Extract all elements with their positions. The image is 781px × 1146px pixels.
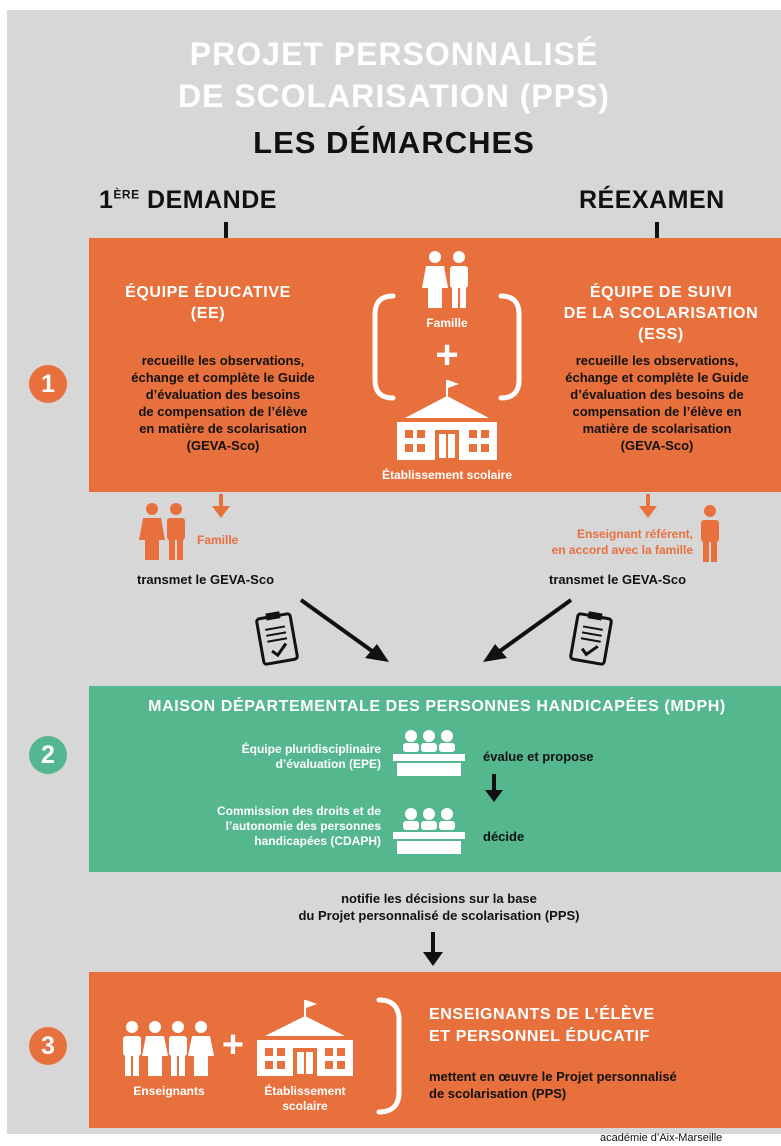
enseignant-referent-label: Enseignant référent,en accord avec la fa… [551, 527, 693, 557]
bracket-step3-icon [376, 997, 402, 1115]
enseignants-label: Enseignants [133, 1084, 205, 1098]
etablissement-label: Établissement scolaire [381, 468, 513, 482]
footer-credit: académie d’Aix-Marseille [600, 1132, 723, 1144]
infographic: PROJET PERSONNALISÉ DE SCOLARISATION (PP… [7, 10, 781, 1134]
arrow-diagonal-right-icon [483, 598, 573, 662]
arrow-small-right-icon [639, 494, 657, 518]
step3-number: 3 [29, 1027, 67, 1065]
arrow-diagonal-left-icon [299, 598, 389, 662]
ee-title: ÉQUIPE ÉDUCATIVE(EE) [125, 284, 291, 322]
ee-text: recueille les observations,échange et co… [131, 353, 315, 453]
right-transmit-text: transmet le GEVA-Sco [549, 572, 687, 587]
epe-action: évalue et propose [483, 749, 594, 764]
step2-number: 2 [29, 736, 67, 774]
cdaph-action: décide [483, 829, 525, 844]
left-transmit-text: transmet le GEVA-Sco [137, 572, 275, 587]
bracket-left-icon [372, 293, 396, 401]
ess-text: recueille les observations,échange et co… [565, 353, 749, 453]
family-icon [422, 251, 468, 308]
reexam-label: RÉEXAMEN [579, 186, 725, 214]
arrow-down-step3-icon [423, 932, 443, 966]
bracket-right-icon [498, 293, 522, 401]
committee-epe-icon [393, 730, 465, 776]
famille-actor: Famille [197, 533, 239, 547]
arrow-down-mdph-icon [485, 774, 503, 802]
school-step3-icon [257, 1000, 353, 1076]
school-icon [397, 380, 497, 460]
arrow-small-left-icon [212, 494, 230, 518]
subtitle: LES DÉMARCHES [253, 125, 535, 160]
plus-icon: + [435, 333, 459, 377]
teachers-icon [123, 1021, 214, 1076]
clipboard-left-icon [255, 611, 299, 666]
family-small-icon [139, 503, 185, 560]
famille-label: Famille [426, 316, 468, 330]
committee-cdaph-icon [393, 808, 465, 854]
clipboard-right-icon [569, 611, 613, 666]
title-line-2: DE SCOLARISATION (PPS) [177, 78, 611, 114]
teacher-icon [701, 505, 719, 562]
title-line-1: PROJET PERSONNALISÉ [189, 36, 599, 72]
first-request-label: 1ÈRE DEMANDE [99, 186, 277, 214]
step1-number: 1 [29, 365, 67, 403]
mdph-title: MAISON DÉPARTEMENTALE DES PERSONNES HAND… [148, 698, 726, 715]
plus-step3-icon: + [221, 1024, 245, 1066]
